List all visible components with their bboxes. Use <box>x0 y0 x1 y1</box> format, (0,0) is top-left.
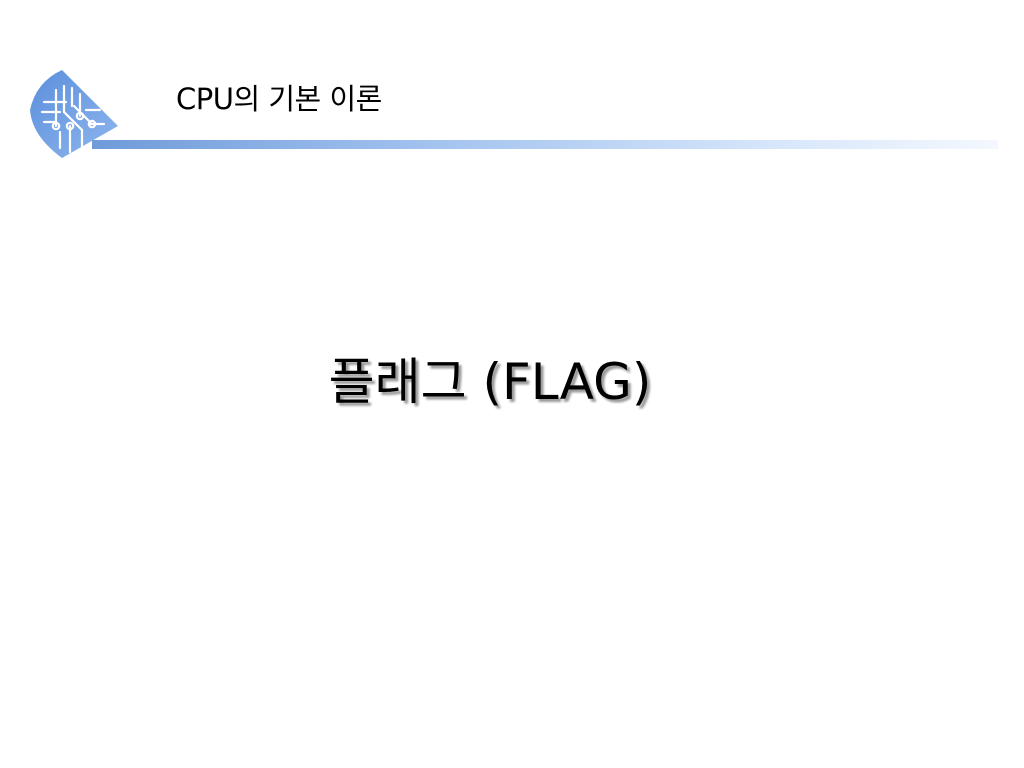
circuit-chip-icon <box>30 70 118 158</box>
header-divider <box>92 140 998 149</box>
slide-title: 플래그 (FLAG) <box>328 353 652 411</box>
section-title: CPU의 기본 이론 <box>176 82 382 116</box>
slide-header: CPU의 기본 이론 <box>0 0 1024 160</box>
